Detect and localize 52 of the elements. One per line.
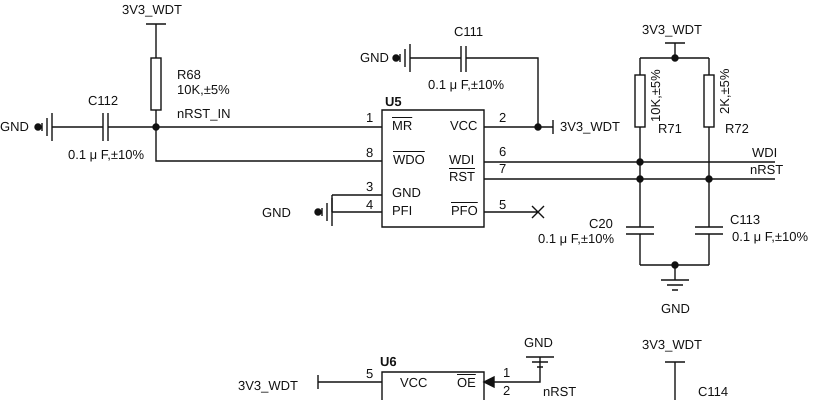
pin-number: 4 [366,198,374,212]
net-label: 3V3_WDT [238,379,298,393]
value-label: 0.1 μ F,±10% [428,78,504,92]
net-label: nRST [750,163,784,177]
pin-number: 5 [499,198,506,212]
pin-number: 5 [366,367,374,381]
net-label: GND [360,51,389,65]
pin-label: VCC [400,376,428,390]
value-label: 2K,±5% [718,68,732,114]
net-label: GND [0,120,29,134]
component-label: R72 [725,122,749,136]
pin-number: 3 [366,180,374,194]
net-label: 3V3_WDT [642,23,702,37]
pin-label: VCC [450,119,478,133]
pin-label: PFI [392,204,412,218]
value-label: 0.1 μ F,±10% [68,148,144,162]
value-label: 0.1 μ F,±10% [538,232,614,246]
net-label: nRST [543,385,576,399]
pin-label: WDO [393,153,425,167]
component-label: C114 [698,385,728,399]
pin-number: 1 [503,366,510,380]
pin-number: 6 [499,145,506,159]
net-label: 3V3_WDT [560,120,620,134]
pin-label: WDI [449,153,474,167]
pin-label: RST [449,170,475,184]
pin-label: OE [457,376,476,390]
net-label: WDI [752,146,778,160]
component-label: R68 [177,68,201,82]
value-label: 10K,±5% [649,69,663,122]
pin-number: 8 [366,146,374,160]
component-label: C112 [88,94,118,108]
pin-label: GND [392,186,421,200]
net-label: nRST_IN [177,107,230,121]
reference-designator: U6 [380,355,397,369]
pin-number: 2 [503,384,510,398]
pin-label: PFO [451,204,478,218]
pin-number: 7 [499,162,506,176]
component-label: C113 [730,213,760,227]
pin-number: 2 [499,111,506,125]
component-label: C20 [589,217,613,231]
reference-designator: U5 [385,95,402,109]
value-label: 0.1 μ F,±10% [732,230,808,244]
component-label: C111 [454,25,484,39]
net-label: 3V3_WDT [642,338,702,352]
net-label: GND [661,302,690,316]
net-label: 3V3_WDT [122,3,182,17]
net-label: GND [524,336,553,350]
net-label: GND [262,206,291,220]
value-label: 10K,±5% [177,83,230,97]
component-label: R71 [658,122,682,136]
pin-number: 1 [366,111,374,125]
pin-label: MR [392,119,412,133]
